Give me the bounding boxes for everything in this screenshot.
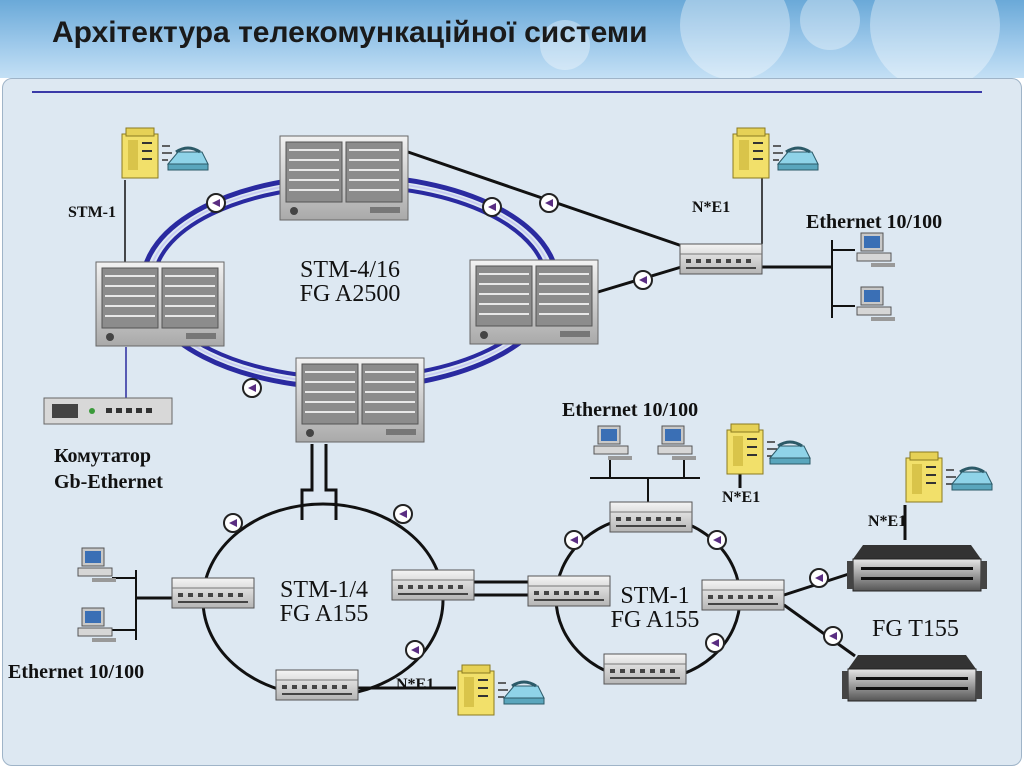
direction-arrow-icon	[482, 197, 502, 217]
direction-arrow-icon	[405, 640, 425, 660]
direction-arrow-icon	[809, 568, 829, 588]
direction-arrow-icon	[539, 193, 559, 213]
label-ring-main-line2: FG A2500	[299, 281, 401, 307]
direction-arrow-icon	[393, 504, 413, 524]
direction-arrow-icon	[633, 270, 653, 290]
crossconnect-node-left	[95, 261, 225, 347]
label-stm1: STM-1	[68, 204, 116, 221]
crossconnect-node-bottom	[295, 357, 425, 443]
lan-bus-lines	[112, 240, 855, 640]
label-ring-left: STM-1/4 FG A155	[258, 578, 390, 626]
direction-arrow-icon	[223, 513, 243, 533]
pc-icon	[77, 547, 117, 583]
label-ring-main-line1: STM-4/16	[299, 257, 400, 283]
direction-arrow-icon	[242, 378, 262, 398]
label-ethernet-mid: Ethernet 10/100	[562, 399, 699, 421]
mux-node-right-ring-bottom	[603, 653, 687, 685]
direction-arrow-icon	[206, 193, 226, 213]
mux-node-left-ring-right	[391, 569, 475, 601]
label-ring-right-line1: STM-1	[620, 583, 690, 609]
rack-device-icon	[846, 544, 988, 592]
page-title: Архітектура телекомункаційної системи	[52, 16, 648, 49]
pbx-icon	[905, 451, 957, 503]
direction-arrow-icon	[823, 626, 843, 646]
mux-node-left-ring-left	[171, 577, 255, 609]
label-ne1-mid: N*E1	[722, 489, 761, 506]
phone-icon	[776, 146, 820, 172]
pbx-icon	[726, 423, 778, 475]
label-switch: Комутатор Gb-Ethernet	[54, 443, 163, 495]
direction-arrow-icon	[707, 530, 727, 550]
decor-bubble	[540, 20, 590, 70]
phone-icon	[950, 466, 994, 492]
pbx-icon	[457, 664, 509, 716]
label-fg-t155: FG T155	[872, 616, 959, 642]
phone-icon	[768, 440, 812, 466]
pc-icon	[856, 286, 896, 322]
crossconnect-node-top	[279, 135, 409, 221]
decor-bubble	[870, 0, 1000, 78]
mux-node-right-ring-right	[701, 579, 785, 611]
label-switch-line2: Gb-Ethernet	[54, 471, 163, 493]
direction-arrow-icon	[564, 530, 584, 550]
label-ne1-right: N*E1	[868, 513, 907, 530]
header-banner: Архітектура телекомункаційної системи	[0, 0, 1024, 78]
phone-icon	[502, 680, 546, 706]
crossconnect-node-right	[469, 259, 599, 345]
label-ethernet-bottom: Ethernet 10/100	[8, 661, 145, 683]
label-ring-main: STM-4/16 FG A2500	[278, 258, 422, 306]
mux-node-mid	[609, 501, 693, 533]
gigabit-switch-icon	[43, 397, 173, 425]
label-switch-line1: Комутатор	[54, 445, 151, 467]
mux-node-left-ring-bottom	[275, 669, 359, 701]
label-ethernet-top: Ethernet 10/100	[806, 211, 943, 233]
pc-icon	[77, 607, 117, 643]
label-ring-right: STM-1 FG A155	[596, 584, 714, 632]
label-ring-left-line2: FG A155	[279, 601, 369, 627]
direction-arrow-icon	[705, 633, 725, 653]
rack-device-icon	[841, 654, 983, 702]
label-ne1-top: N*E1	[692, 199, 731, 216]
pbx-icon	[732, 127, 784, 179]
decor-bubble	[680, 0, 790, 78]
label-ring-right-line2: FG A155	[610, 607, 700, 633]
pc-icon	[593, 425, 633, 461]
phone-icon	[166, 146, 210, 172]
mux-node-top-right	[679, 243, 763, 275]
pbx-icon	[121, 127, 173, 179]
pc-icon	[657, 425, 697, 461]
decor-bubble	[800, 0, 860, 50]
label-ne1-bottom: N*E1	[396, 676, 435, 693]
label-ring-left-line1: STM-1/4	[279, 577, 368, 603]
pc-icon	[856, 232, 896, 268]
